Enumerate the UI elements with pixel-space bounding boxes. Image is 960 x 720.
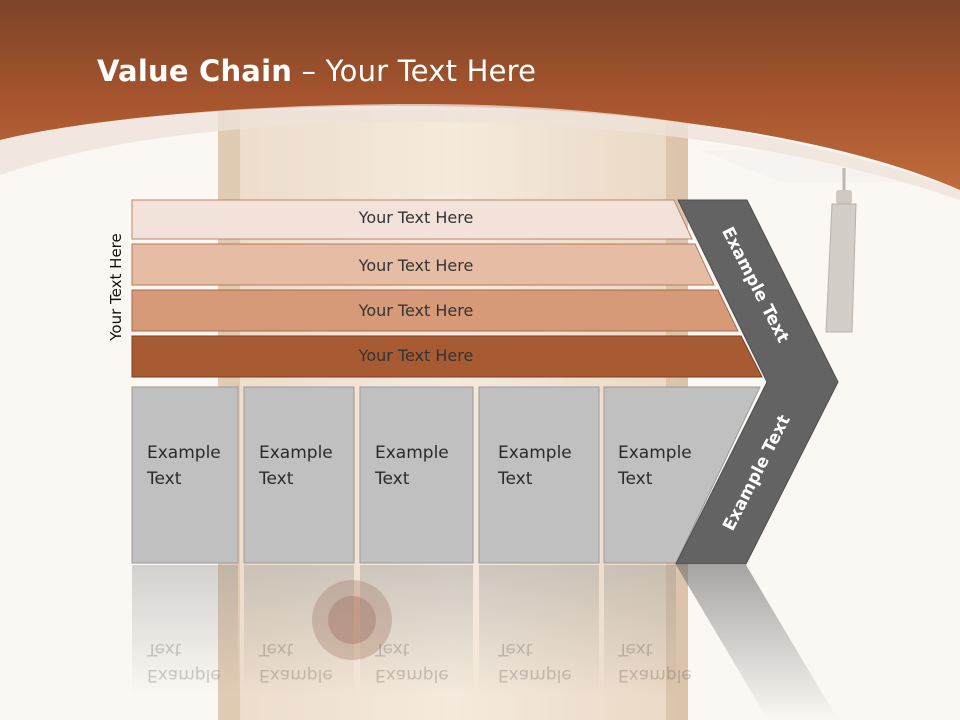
box-reflection-4	[479, 565, 599, 695]
box-3	[359, 386, 474, 564]
box-reflection-2	[244, 565, 354, 695]
band-label-2: Your Text Here	[358, 256, 474, 275]
title-rest: – Your Text Here	[292, 54, 537, 88]
box-reflection-text-3: Example Text	[375, 639, 449, 685]
box-reflection-1	[132, 565, 238, 695]
box-label-2: Example Text	[259, 443, 333, 489]
page-title: Value Chain – Your Text Here	[97, 54, 536, 88]
chevron-arrow	[675, 199, 839, 565]
band-2	[131, 243, 715, 286]
box-reflection-text-2: Example Text	[259, 639, 333, 685]
band-1	[131, 199, 693, 240]
tassel-fringe	[825, 203, 857, 333]
band-label-4: Your Text Here	[358, 346, 474, 365]
tassel-knot	[836, 190, 852, 204]
box-reflection-text-4: Example Text	[498, 639, 572, 685]
box-label-1: Example Text	[147, 443, 221, 489]
box-label-3: Example Text	[375, 443, 449, 489]
box-label-5: Example Text	[618, 443, 692, 489]
header-swoosh	[0, 104, 960, 200]
arrow-reflection	[676, 565, 838, 720]
side-label: Your Text Here	[107, 233, 125, 341]
box-4	[478, 386, 600, 564]
band-label-3: Your Text Here	[358, 301, 474, 320]
header-band	[0, 0, 960, 190]
band-4	[131, 335, 763, 378]
box-2	[243, 386, 355, 564]
box-reflection-text-1: Example Text	[147, 639, 221, 685]
box-reflection-3	[360, 565, 473, 695]
band-label-1: Your Text Here	[358, 208, 474, 227]
title-bold: Value Chain	[97, 54, 293, 88]
box-reflection-text-5: Example Text	[618, 639, 692, 685]
box-reflection-5	[604, 565, 676, 695]
band-3	[131, 289, 739, 332]
box-label-4: Example Text	[498, 443, 572, 489]
box-1	[131, 386, 239, 564]
